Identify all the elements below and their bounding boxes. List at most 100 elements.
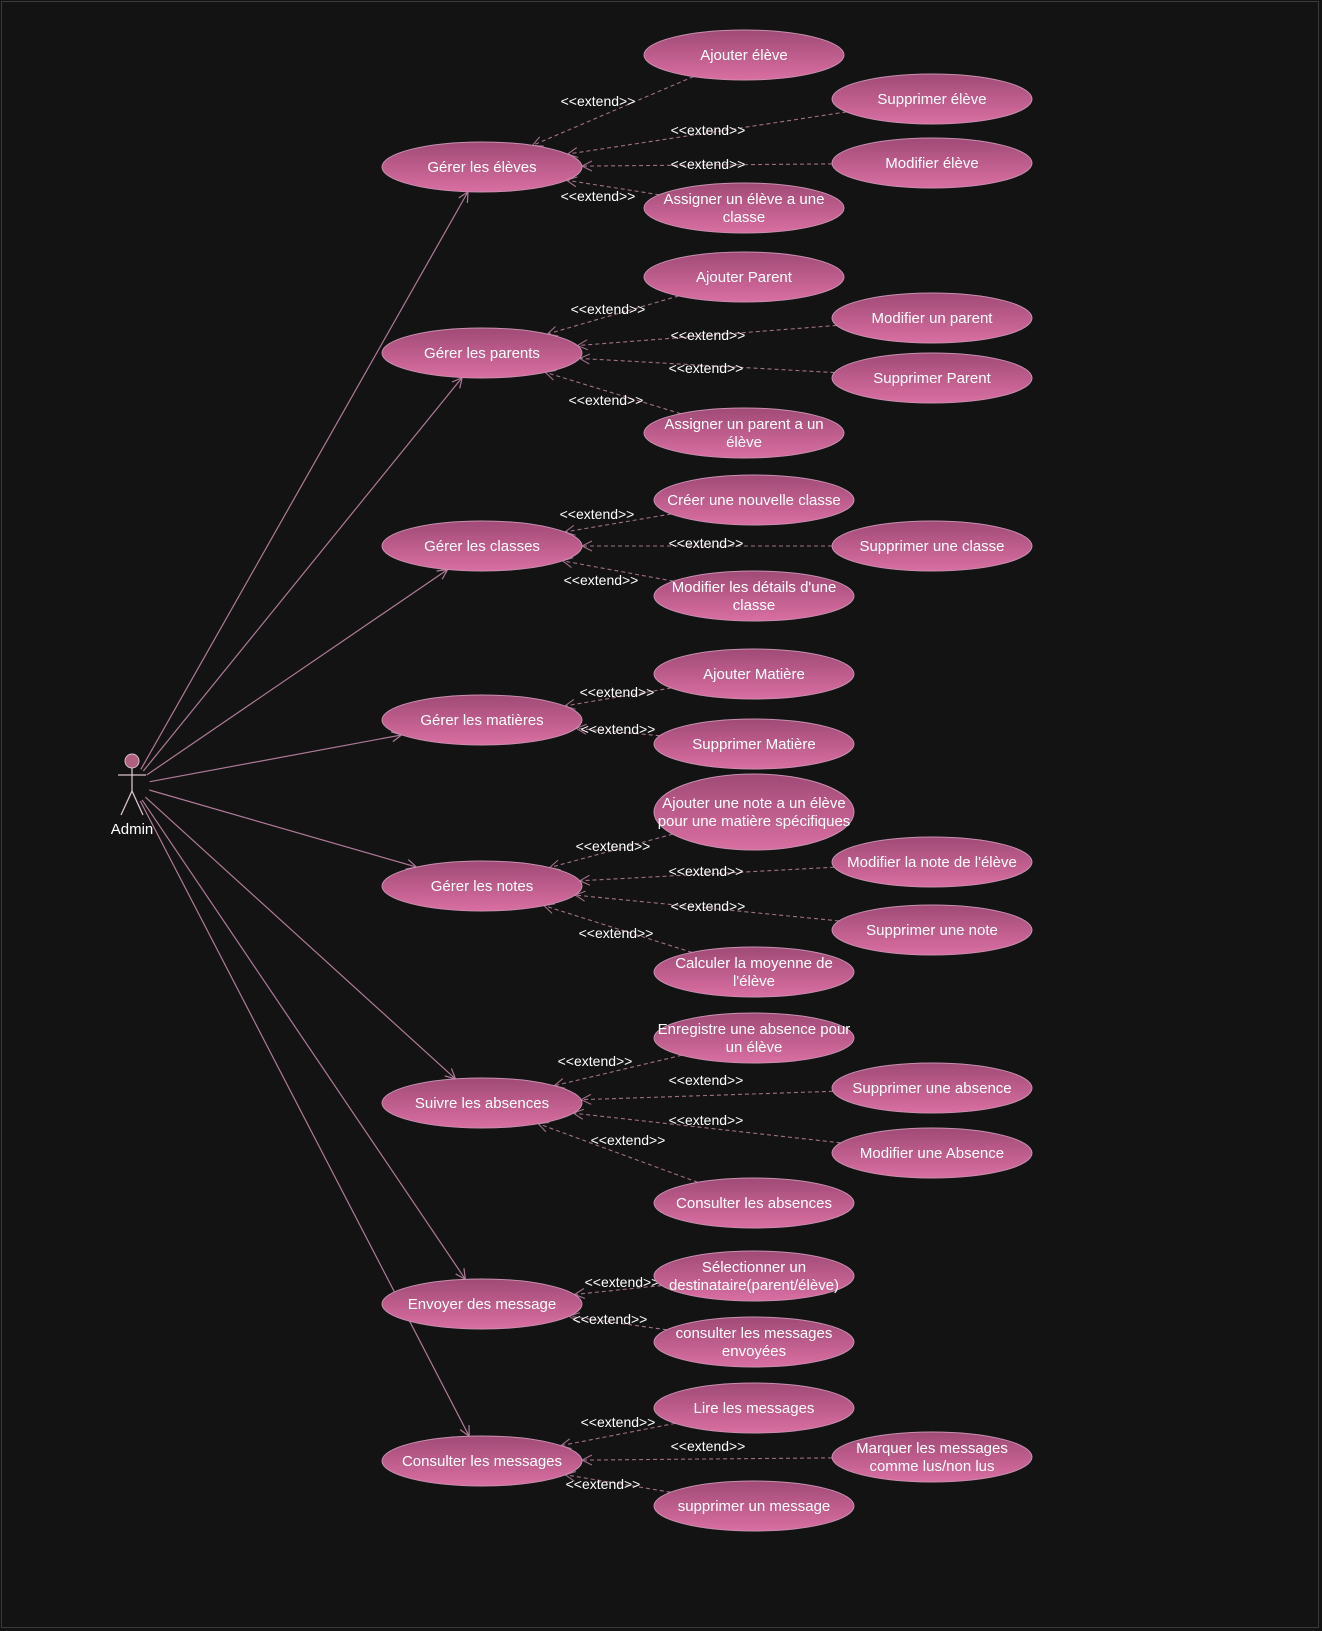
association-line-suivre-les-absences [144, 796, 455, 1079]
use-case-label: Consulter les messages [402, 1453, 562, 1470]
use-case-supprimer-matiere[interactable]: Supprimer Matière [653, 718, 855, 770]
use-case-label: Modifier un parent [872, 310, 994, 327]
use-case-consulter-les-messages[interactable]: Consulter les messages [381, 1435, 583, 1487]
use-case-label: Suivre les absences [415, 1095, 549, 1112]
use-case-modifier-un-parent[interactable]: Modifier un parent [831, 292, 1033, 344]
extend-label: <<extend>> [576, 838, 651, 854]
extend-label: <<extend>> [573, 1311, 648, 1327]
use-case-gerer-les-parents[interactable]: Gérer les parents [381, 327, 583, 379]
extend-line-calculer-la-moyenne-de-l-eleve [544, 906, 693, 953]
use-case-ellipse [653, 718, 855, 770]
use-case-label: Modifier la note de l'élève [847, 854, 1017, 871]
use-case-ellipse [831, 1127, 1033, 1179]
use-case-ellipse [381, 327, 583, 379]
use-case-modifier-la-note-de-l-eleve[interactable]: Modifier la note de l'élève [831, 836, 1033, 888]
actor-admin[interactable]: Admin [111, 753, 154, 838]
use-case-gerer-les-eleves[interactable]: Gérer les élèves [381, 141, 583, 193]
extend-line-assigner-un-eleve-a-une-classe [567, 180, 660, 196]
use-case-supprimer-parent[interactable]: Supprimer Parent [831, 352, 1033, 404]
use-case-ellipse [831, 352, 1033, 404]
use-case-label: Gérer les élèves [427, 159, 536, 176]
extend-label: <<extend>> [585, 1274, 660, 1290]
use-case-creer-une-nouvelle-classe[interactable]: Créer une nouvelle classe [653, 474, 855, 526]
use-case-ellipse [381, 1435, 583, 1487]
use-case-label: classe [733, 597, 776, 614]
use-case-ellipse [381, 1077, 583, 1129]
use-case-label: Marquer les messages [856, 1440, 1008, 1457]
use-case-label: Supprimer une absence [852, 1080, 1011, 1097]
use-case-modifier-eleve[interactable]: Modifier élève [831, 137, 1033, 189]
extend-line-ajouter-une-note-a-un-eleve-pour-une-matiere-specifiques [550, 833, 673, 867]
extend-label: <<extend>> [580, 684, 655, 700]
use-case-ellipse [653, 474, 855, 526]
use-case-supprimer-une-note[interactable]: Supprimer une note [831, 904, 1033, 956]
use-case-supprimer-une-classe[interactable]: Supprimer une classe [831, 520, 1033, 572]
extend-label: <<extend>> [558, 1053, 633, 1069]
extend-line-selectionner-un-destinataire-parent-eleve [574, 1284, 662, 1295]
use-case-label: supprimer un message [678, 1498, 831, 1515]
use-case-ellipse [831, 137, 1033, 189]
use-case-ellipse [653, 1480, 855, 1532]
use-case-label: pour une matière spécifiques [658, 813, 851, 830]
extend-line-supprimer-un-message [565, 1475, 671, 1493]
use-case-label: consulter les messages [676, 1325, 833, 1342]
extend-label: <<extend>> [571, 301, 646, 317]
use-case-label: Enregistre une absence pour [658, 1021, 851, 1038]
use-case-gerer-les-notes[interactable]: Gérer les notes [381, 860, 583, 912]
extend-line-modifier-un-parent [577, 324, 837, 345]
extend-label: <<extend>> [671, 1438, 746, 1454]
extend-label: <<extend>> [566, 1476, 641, 1492]
use-case-ellipse [831, 836, 1033, 888]
use-case-label: Supprimer élève [877, 91, 986, 108]
use-case-label: envoyées [722, 1343, 786, 1360]
use-case-label: Supprimer une classe [859, 538, 1004, 555]
use-case-label: Sélectionner un [702, 1259, 806, 1276]
use-case-label: Gérer les notes [431, 878, 534, 895]
use-case-label: un élève [726, 1039, 783, 1056]
use-case-label: Supprimer Matière [692, 736, 815, 753]
use-case-ajouter-eleve[interactable]: Ajouter élève [643, 29, 845, 81]
use-case-supprimer-un-message[interactable]: supprimer un message [653, 1480, 855, 1532]
use-case-suivre-les-absences[interactable]: Suivre les absences [381, 1077, 583, 1129]
use-case-ellipse [653, 570, 855, 622]
extend-line-supprimer-eleve [568, 111, 847, 154]
association-line-gerer-les-notes [149, 789, 416, 867]
use-case-calculer-la-moyenne-de-l-eleve[interactable]: Calculer la moyenne del'élève [653, 946, 855, 998]
use-case-label: Assigner un parent a un [664, 416, 823, 433]
use-case-lire-les-messages[interactable]: Lire les messages [653, 1382, 855, 1434]
association-line-gerer-les-classes [146, 569, 448, 776]
extend-line-modifier-la-note-de-l-eleve [580, 866, 835, 881]
use-case-label: Gérer les parents [424, 345, 540, 362]
extend-label: <<extend>> [669, 1112, 744, 1128]
actor-label: Admin [111, 821, 154, 838]
use-case-ajouter-matiere[interactable]: Ajouter Matière [653, 648, 855, 700]
use-case-selectionner-un-destinataire-parent-eleve[interactable]: Sélectionner undestinataire(parent/élève… [653, 1250, 855, 1302]
use-case-supprimer-eleve[interactable]: Supprimer élève [831, 73, 1033, 125]
extend-label: <<extend>> [564, 572, 639, 588]
use-case-supprimer-une-absence[interactable]: Supprimer une absence [831, 1062, 1033, 1114]
use-case-label: Modifier élève [885, 155, 978, 172]
use-case-envoyer-des-message[interactable]: Envoyer des message [381, 1278, 583, 1330]
use-case-modifier-une-absence[interactable]: Modifier une Absence [831, 1127, 1033, 1179]
extend-line-supprimer-une-note [575, 895, 839, 922]
extend-line-assigner-un-parent-a-un-eleve [545, 372, 681, 415]
extend-line-lire-les-messages [561, 1422, 676, 1445]
use-case-gerer-les-classes[interactable]: Gérer les classes [381, 520, 583, 572]
use-case-label: Ajouter Matière [703, 666, 805, 683]
use-case-ellipse [653, 1177, 855, 1229]
use-case-gerer-les-matieres[interactable]: Gérer les matières [381, 694, 583, 746]
use-case-label: élève [726, 434, 762, 451]
use-case-ajouter-parent[interactable]: Ajouter Parent [643, 251, 845, 303]
use-case-consulter-les-absences[interactable]: Consulter les absences [653, 1177, 855, 1229]
extend-line-creer-une-nouvelle-classe [565, 513, 672, 532]
use-case-ellipse [831, 73, 1033, 125]
use-case-ellipse [653, 946, 855, 998]
